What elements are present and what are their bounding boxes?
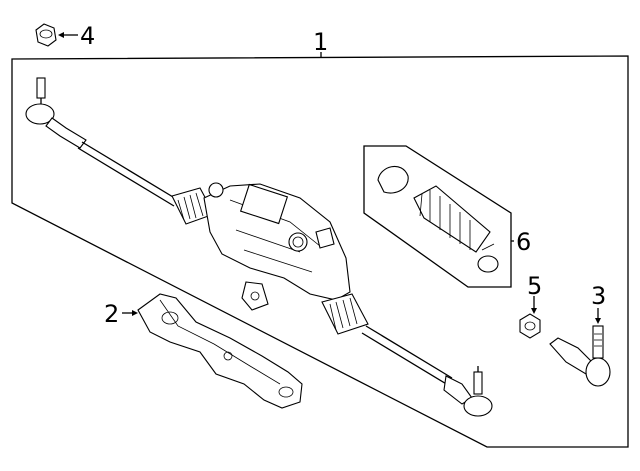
steering-rack-assembly xyxy=(25,77,493,417)
heat-shield xyxy=(137,293,303,409)
callout-4: 4 xyxy=(80,22,95,50)
boot-kit-outline xyxy=(363,145,514,288)
callout-6: 6 xyxy=(516,228,531,256)
leader-lines xyxy=(58,32,601,324)
callout-2: 2 xyxy=(104,300,119,328)
boot-kit-parts xyxy=(377,165,499,273)
callout-3: 3 xyxy=(591,282,606,310)
callout-5: 5 xyxy=(527,272,542,300)
hex-nut xyxy=(519,313,541,339)
assembly-outline xyxy=(11,52,629,448)
callout-1: 1 xyxy=(313,28,328,56)
tie-rod-end xyxy=(549,325,611,387)
mounting-nut xyxy=(35,23,57,47)
